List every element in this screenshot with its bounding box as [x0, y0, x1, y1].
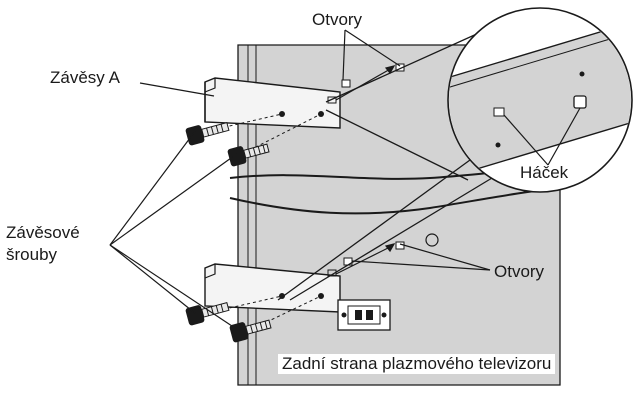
- label-zavesy-a: Závěsy A: [50, 68, 120, 87]
- label-otvory-bottom: Otvory: [494, 262, 545, 281]
- label-back-panel: Zadní strana plazmového televizoru: [278, 354, 556, 374]
- label-zavesove-line1: Závěsové: [6, 223, 80, 242]
- magnifier-lines: [277, 27, 493, 301]
- leader-lines: [109, 29, 581, 331]
- magnifier-detail: [447, 7, 633, 193]
- label-otvory-top: Otvory: [312, 10, 363, 29]
- label-hacek: Háček: [520, 163, 569, 182]
- hook-arrows: [335, 65, 396, 275]
- label-zavesove-line2: šrouby: [6, 245, 58, 264]
- bracket-a-top: [204, 77, 341, 129]
- connector-port: [337, 299, 391, 331]
